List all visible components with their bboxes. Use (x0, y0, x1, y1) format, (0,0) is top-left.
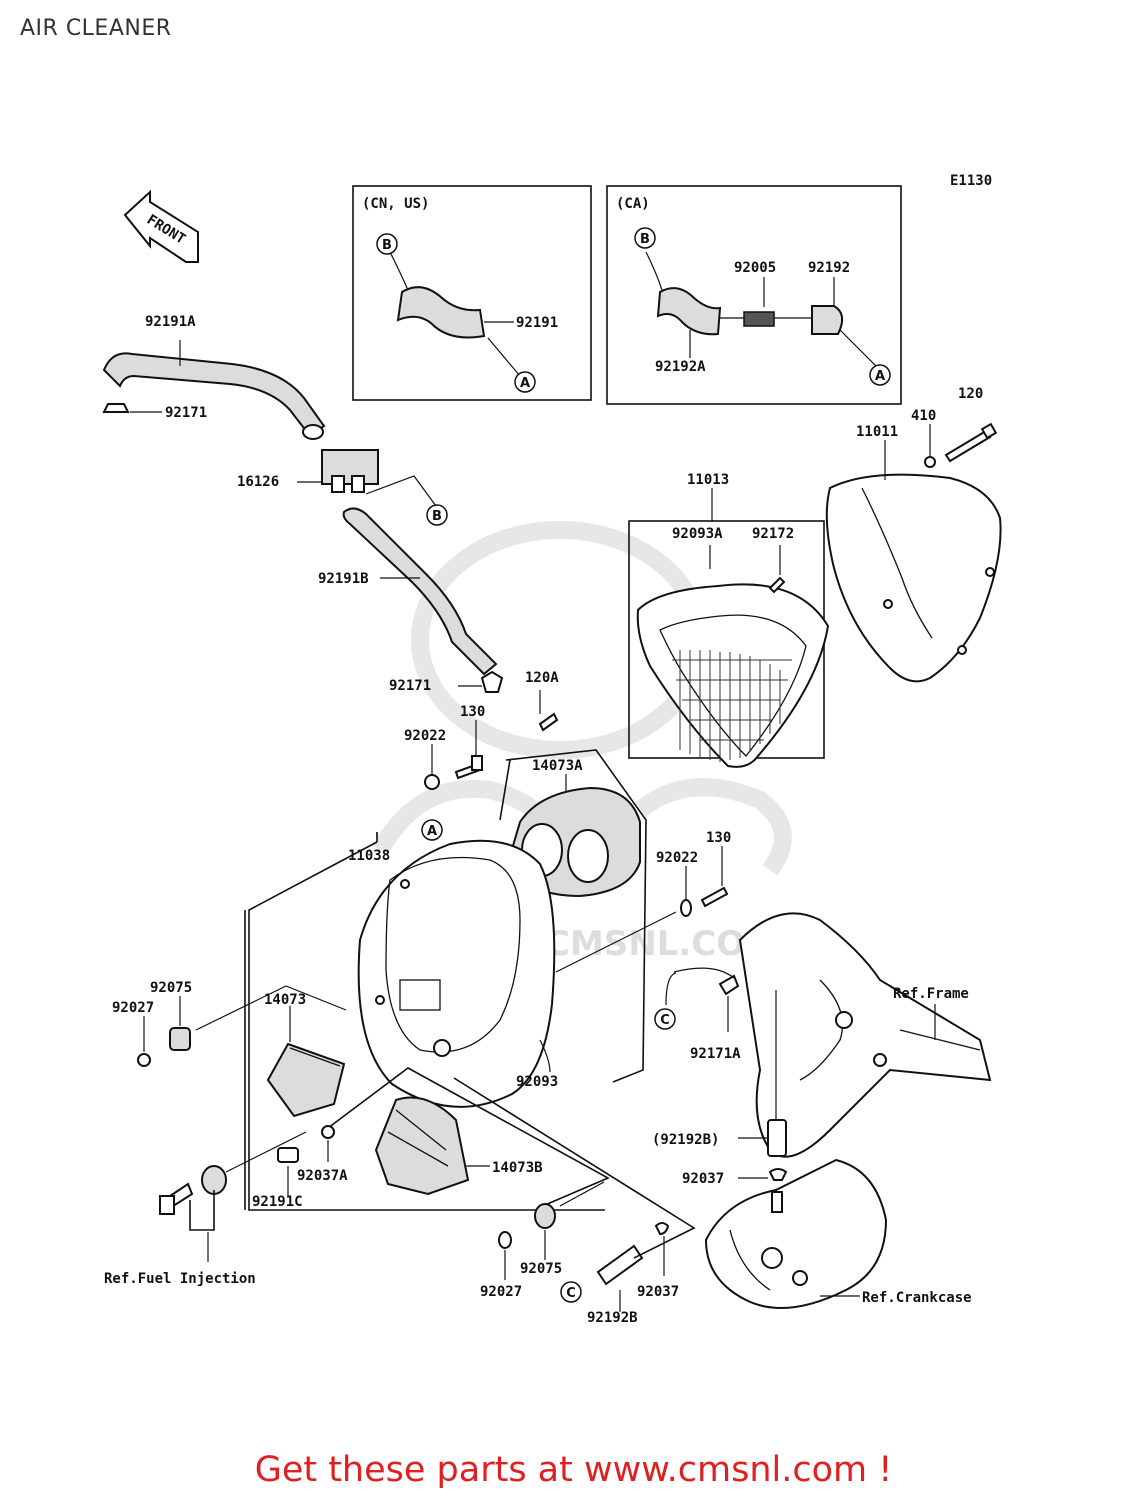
oring-92037a: 92037A (297, 1125, 348, 1184)
inset-ca: (CA) 92005 92192 92192A (606, 185, 902, 405)
frame-section: Ref.Frame (738, 912, 992, 1158)
fuel-injection-fitting: Ref.Fuel Injection (104, 1182, 256, 1287)
part-label: 92022 (656, 850, 698, 866)
cover-11011: 11011 (825, 424, 1002, 683)
part-label: 11038 (348, 848, 390, 864)
part-label: 92172 (752, 526, 794, 542)
washer-92022: 92022 (656, 850, 698, 917)
hose-92191a: 92191A (102, 314, 326, 440)
bolt-120a (538, 712, 559, 732)
washer-410: 410 (911, 408, 936, 468)
inset-region-label: (CN, US) (362, 196, 429, 212)
svg-text:A: A (875, 369, 885, 384)
part-label: 16126 (237, 474, 279, 490)
svg-text:B: B (640, 232, 650, 247)
part-label: 92171 (165, 405, 207, 421)
part-label: 92075 (150, 980, 192, 996)
collar-92027: 92027 (112, 1000, 154, 1067)
svg-text:A: A (520, 376, 530, 391)
part-label: 92171A (690, 1046, 741, 1062)
hose-92192b: 92192B (587, 1244, 644, 1326)
duct-14073b: 14073B (374, 1096, 543, 1196)
callout-b: B (376, 233, 398, 255)
svg-text:C: C (566, 1286, 576, 1301)
callout-b: B (634, 227, 656, 249)
part-label: 92191 (516, 315, 558, 331)
clamp-92171: 92171 (389, 670, 504, 694)
inset-region-label: (CA) (616, 196, 650, 212)
part-label: 11013 (687, 472, 729, 488)
part-label: 92037 (682, 1171, 724, 1187)
part-label: 410 (911, 408, 936, 424)
part-label: 92027 (112, 1000, 154, 1016)
part-label: 92022 (404, 728, 446, 744)
valve-16126: 16126 (237, 449, 437, 507)
clamp-92171a: 92171A (665, 967, 741, 1062)
part-label: 92027 (480, 1284, 522, 1300)
part-label: 92192B (587, 1310, 638, 1326)
part-label: 92191A (145, 314, 196, 330)
clamp-92037: 92037 (637, 1222, 679, 1300)
part-label: 14073 (264, 992, 306, 1008)
washer-92022: 92022 (404, 728, 446, 790)
grommet-92075: 92075 (150, 980, 192, 1051)
part-label: 120 (958, 386, 983, 402)
part-label: 92191C (252, 1194, 303, 1210)
part-label: 92093 (516, 1074, 558, 1090)
part-label: 92192A (655, 359, 706, 375)
part-label: 92093A (672, 526, 723, 542)
hose-92191b: 92191B (318, 507, 498, 676)
bolt-120: 120 (944, 386, 998, 463)
part-label: 92005 (734, 260, 776, 276)
part-label: 120A (525, 670, 559, 686)
part-label: 14073B (492, 1160, 543, 1176)
callout-a: A (514, 371, 536, 393)
diagram-code: E1130 (950, 173, 992, 189)
part-label: 92171 (389, 678, 431, 694)
screw-92172: 92172 (752, 526, 794, 594)
clamp-92037: 92037 (682, 1168, 788, 1187)
bolt-130: 130 (454, 704, 485, 780)
parts-diagram: CMSNL.COM E1130 FRONT (CN, US) 92191 (CA… (102, 173, 1002, 1326)
svg-text:C: C (660, 1013, 670, 1028)
part-label: 11011 (856, 424, 898, 440)
part-label: 92037A (297, 1168, 348, 1184)
svg-text:B: B (432, 509, 442, 524)
page-title: AIR CLEANER (20, 16, 172, 41)
callout-a: A (869, 364, 891, 386)
hose-92192b-paren: (92192B) (652, 990, 787, 1157)
part-label: 92192 (808, 260, 850, 276)
ref-crankcase: Ref.Crankcase (862, 1290, 972, 1306)
crankcase-section: Ref.Crankcase (704, 1158, 972, 1309)
air-filter-element-11013: 11013 92093A (628, 472, 830, 768)
promo-banner[interactable]: Get these parts at www.cmsnl.com ! (254, 1450, 893, 1490)
part-label: 92037 (637, 1284, 679, 1300)
callout-c: C (560, 1281, 582, 1303)
ref-fuel-injection: Ref.Fuel Injection (104, 1271, 256, 1287)
part-label: 14073A (532, 758, 583, 774)
collar-92027: 92027 (480, 1231, 522, 1300)
part-label: 130 (706, 830, 731, 846)
grommet-92075: 92075 (520, 1203, 562, 1277)
callout-c: C (654, 1008, 676, 1030)
duct-14073: 14073 (264, 992, 346, 1118)
part-label: 92075 (520, 1261, 562, 1277)
housing-11038: 11038 (244, 832, 605, 1211)
part-label: (92192B) (652, 1132, 719, 1148)
part-label: 92191B (318, 571, 369, 587)
clamp-92171: 92171 (102, 403, 207, 421)
callout-b: B (426, 504, 448, 526)
part-label: 130 (460, 704, 485, 720)
bolt-130: 130 (700, 830, 731, 908)
ref-frame: Ref.Frame (893, 986, 969, 1002)
grommet-lower (201, 1131, 307, 1195)
hose-92191c: 92191C (252, 1147, 303, 1210)
svg-text:A: A (427, 824, 437, 839)
inset-cn-us: (CN, US) 92191 (352, 185, 592, 401)
svg-text:B: B (382, 238, 392, 253)
callout-a: A (421, 819, 443, 841)
front-arrow-icon: FRONT (123, 189, 199, 263)
